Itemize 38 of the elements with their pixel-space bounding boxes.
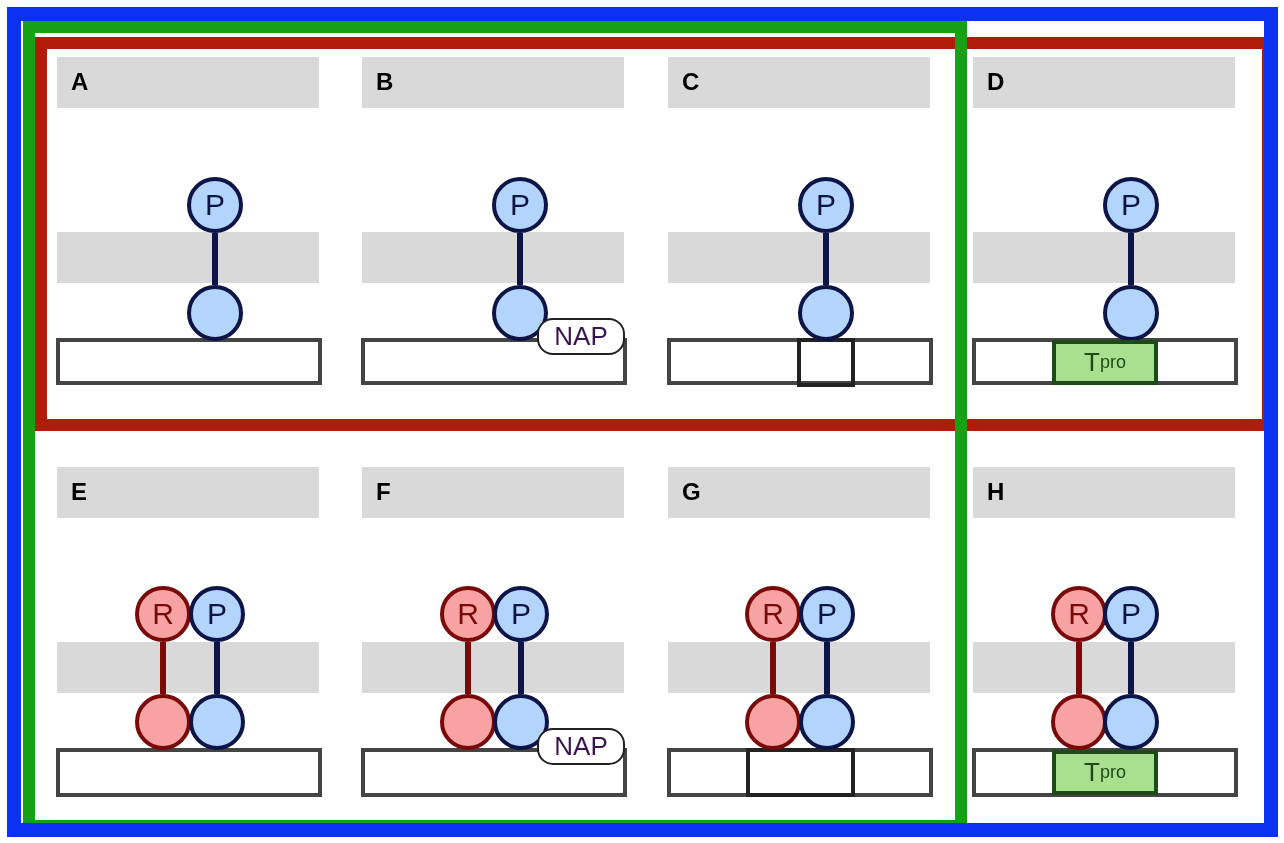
connector-line (1128, 642, 1134, 694)
labeled-circle: R (1051, 586, 1107, 642)
panel-letter: H (987, 480, 1005, 504)
labeled-circle: P (492, 177, 548, 233)
connector-line (465, 642, 471, 694)
labeled-circle: P (799, 586, 855, 642)
tag-label: NAP (537, 728, 625, 765)
labeled-circle: P (493, 586, 549, 642)
panel-letter: G (682, 480, 701, 504)
labeled-circle: P (1103, 586, 1159, 642)
labeled-circle: P (798, 177, 854, 233)
connector-line (823, 233, 829, 285)
panel-letter: D (987, 70, 1005, 94)
labeled-circle: P (187, 177, 243, 233)
connector-line (212, 233, 218, 285)
panel-letter: B (376, 70, 394, 94)
connector-line (1076, 642, 1082, 694)
empty-circle (798, 285, 854, 341)
labeled-circle: P (189, 586, 245, 642)
connector-line (824, 642, 830, 694)
connector-line (160, 642, 166, 694)
labeled-circle: R (440, 586, 496, 642)
connector-line (1128, 233, 1134, 285)
connector-line (770, 642, 776, 694)
tag-label: NAP (537, 318, 625, 355)
panel-letter: C (682, 70, 700, 94)
empty-circle (1103, 285, 1159, 341)
connector-line (518, 642, 524, 694)
connector-line (214, 642, 220, 694)
empty-circle (187, 285, 243, 341)
panel-letter: F (376, 480, 391, 504)
panel-letter: E (71, 480, 87, 504)
panel-letter: A (71, 70, 89, 94)
connector-line (517, 233, 523, 285)
empty-circle (492, 285, 548, 341)
labeled-circle: R (135, 586, 191, 642)
labeled-circle: R (745, 586, 801, 642)
labeled-circle: P (1103, 177, 1159, 233)
